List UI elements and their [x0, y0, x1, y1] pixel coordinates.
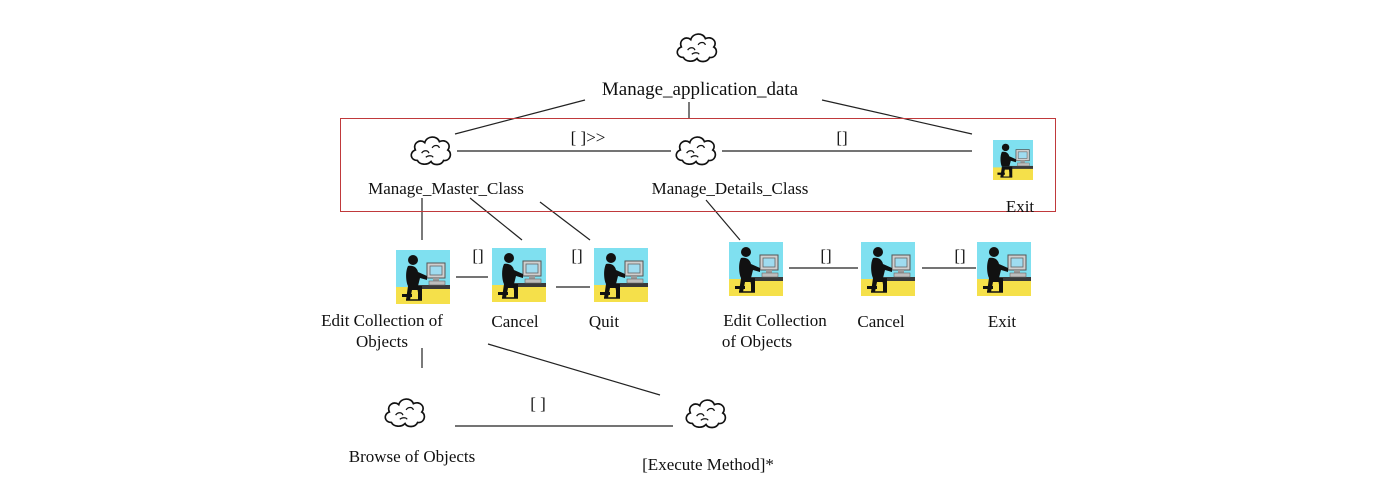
quit-label: Quit	[588, 312, 620, 331]
edge-master-cancel	[469, 197, 523, 241]
edge-root-master	[454, 99, 586, 135]
user-computer-icon-cancel-details	[861, 242, 915, 296]
user-computer-icon-cancel-master	[492, 248, 546, 302]
exit-task-label: Exit	[1005, 197, 1035, 216]
edit-collection-details-label-line2: of Objects	[721, 332, 793, 351]
cancel-details-label: Cancel	[857, 312, 905, 331]
edge-details-edit	[705, 199, 741, 241]
edge-edit-execute	[487, 343, 661, 396]
master-task-label: Manage_Master_Class	[368, 179, 524, 198]
root-task-label: Manage_application_data	[601, 79, 799, 100]
operator-browse-execute: [ ]	[530, 394, 546, 413]
user-computer-icon-edit-details	[729, 242, 783, 296]
operator-dedit-dcancel: []	[820, 246, 832, 265]
connector-lines	[421, 99, 976, 427]
operator-dcancel-dexit: []	[954, 246, 966, 265]
operator-edit-cancel: []	[472, 246, 484, 265]
edit-collection-master-label-line1: Edit Collection of	[321, 311, 443, 330]
user-computer-icon-exit-details	[977, 242, 1031, 296]
cloud-icon-root	[676, 33, 718, 63]
browse-objects-label: Browse of Objects	[348, 447, 476, 466]
edit-collection-master-label-line2: Objects	[356, 332, 408, 351]
operator-enabling: [ ]>>	[570, 128, 606, 147]
operator-choice-top: []	[836, 128, 848, 147]
details-task-label: Manage_Details_Class	[651, 179, 809, 198]
exit-details-label: Exit	[987, 312, 1017, 331]
execute-method-label: [Execute Method]*	[642, 455, 774, 474]
user-computer-icon-quit	[594, 248, 648, 302]
edge-root-exit	[821, 99, 973, 135]
cancel-master-label: Cancel	[491, 312, 539, 331]
cloud-icon-browse	[384, 398, 426, 428]
edge-master-quit	[539, 201, 591, 241]
edit-collection-details-label-line1: Edit Collection	[723, 311, 827, 330]
user-computer-icon-edit-master	[396, 250, 450, 304]
operator-cancel-quit: []	[571, 246, 583, 265]
selection-highlight-box	[340, 118, 1056, 212]
cloud-icon-execute	[685, 399, 727, 429]
